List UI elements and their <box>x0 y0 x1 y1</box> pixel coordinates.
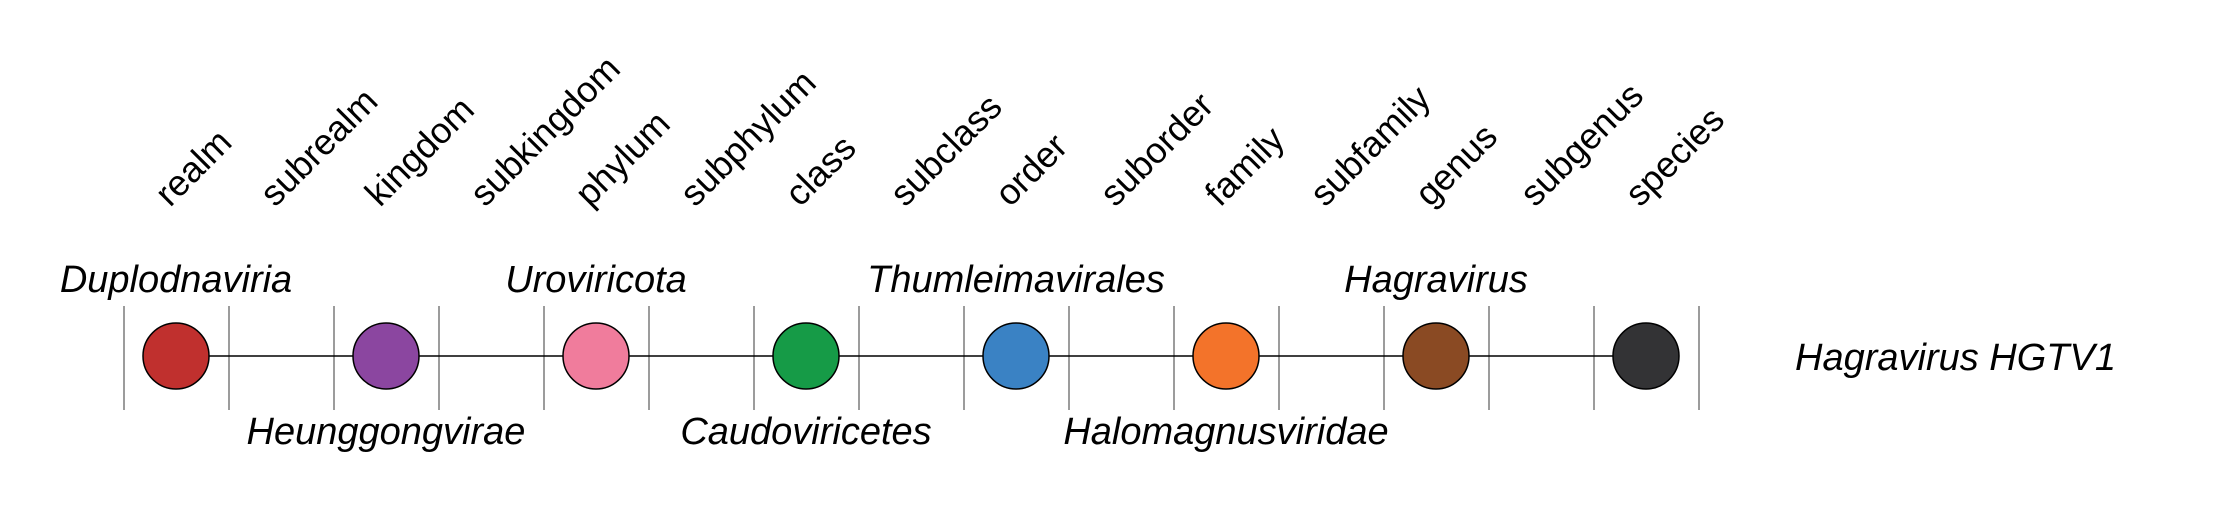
rank-dividers <box>123 306 1700 410</box>
rank-label-subclass: subclass <box>882 86 1010 214</box>
taxon-node-genus <box>1402 322 1470 390</box>
rank-label-class: class <box>777 127 864 214</box>
taxon-label-genus: Hagravirus <box>1344 259 1528 301</box>
taxon-nodes <box>142 322 1680 390</box>
taxon-node-phylum <box>562 322 630 390</box>
taxon-label-order: Thumleimavirales <box>867 259 1165 301</box>
species-label: Hagravirus HGTV1 <box>1795 337 2116 379</box>
taxon-node-family <box>1192 322 1260 390</box>
taxon-node-kingdom <box>352 322 420 390</box>
rank-label-realm: realm <box>147 121 240 214</box>
rank-label-suborder: suborder <box>1092 84 1221 213</box>
taxon-node-class <box>772 322 840 390</box>
taxon-node-order <box>982 322 1050 390</box>
taxon-label-kingdom: Heunggongvirae <box>247 411 526 453</box>
rank-label-family: family <box>1197 118 1292 213</box>
taxon-label-realm: Duplodnaviria <box>60 259 292 301</box>
taxon-node-realm <box>142 322 210 390</box>
rank-label-genus: genus <box>1407 115 1505 213</box>
rank-label-order: order <box>987 125 1075 213</box>
taxon-label-class: Caudoviricetes <box>680 411 931 453</box>
taxon-label-family: Halomagnusviridae <box>1063 411 1388 453</box>
taxon-label-phylum: Uroviricota <box>505 259 687 301</box>
taxon-node-species <box>1612 322 1680 390</box>
